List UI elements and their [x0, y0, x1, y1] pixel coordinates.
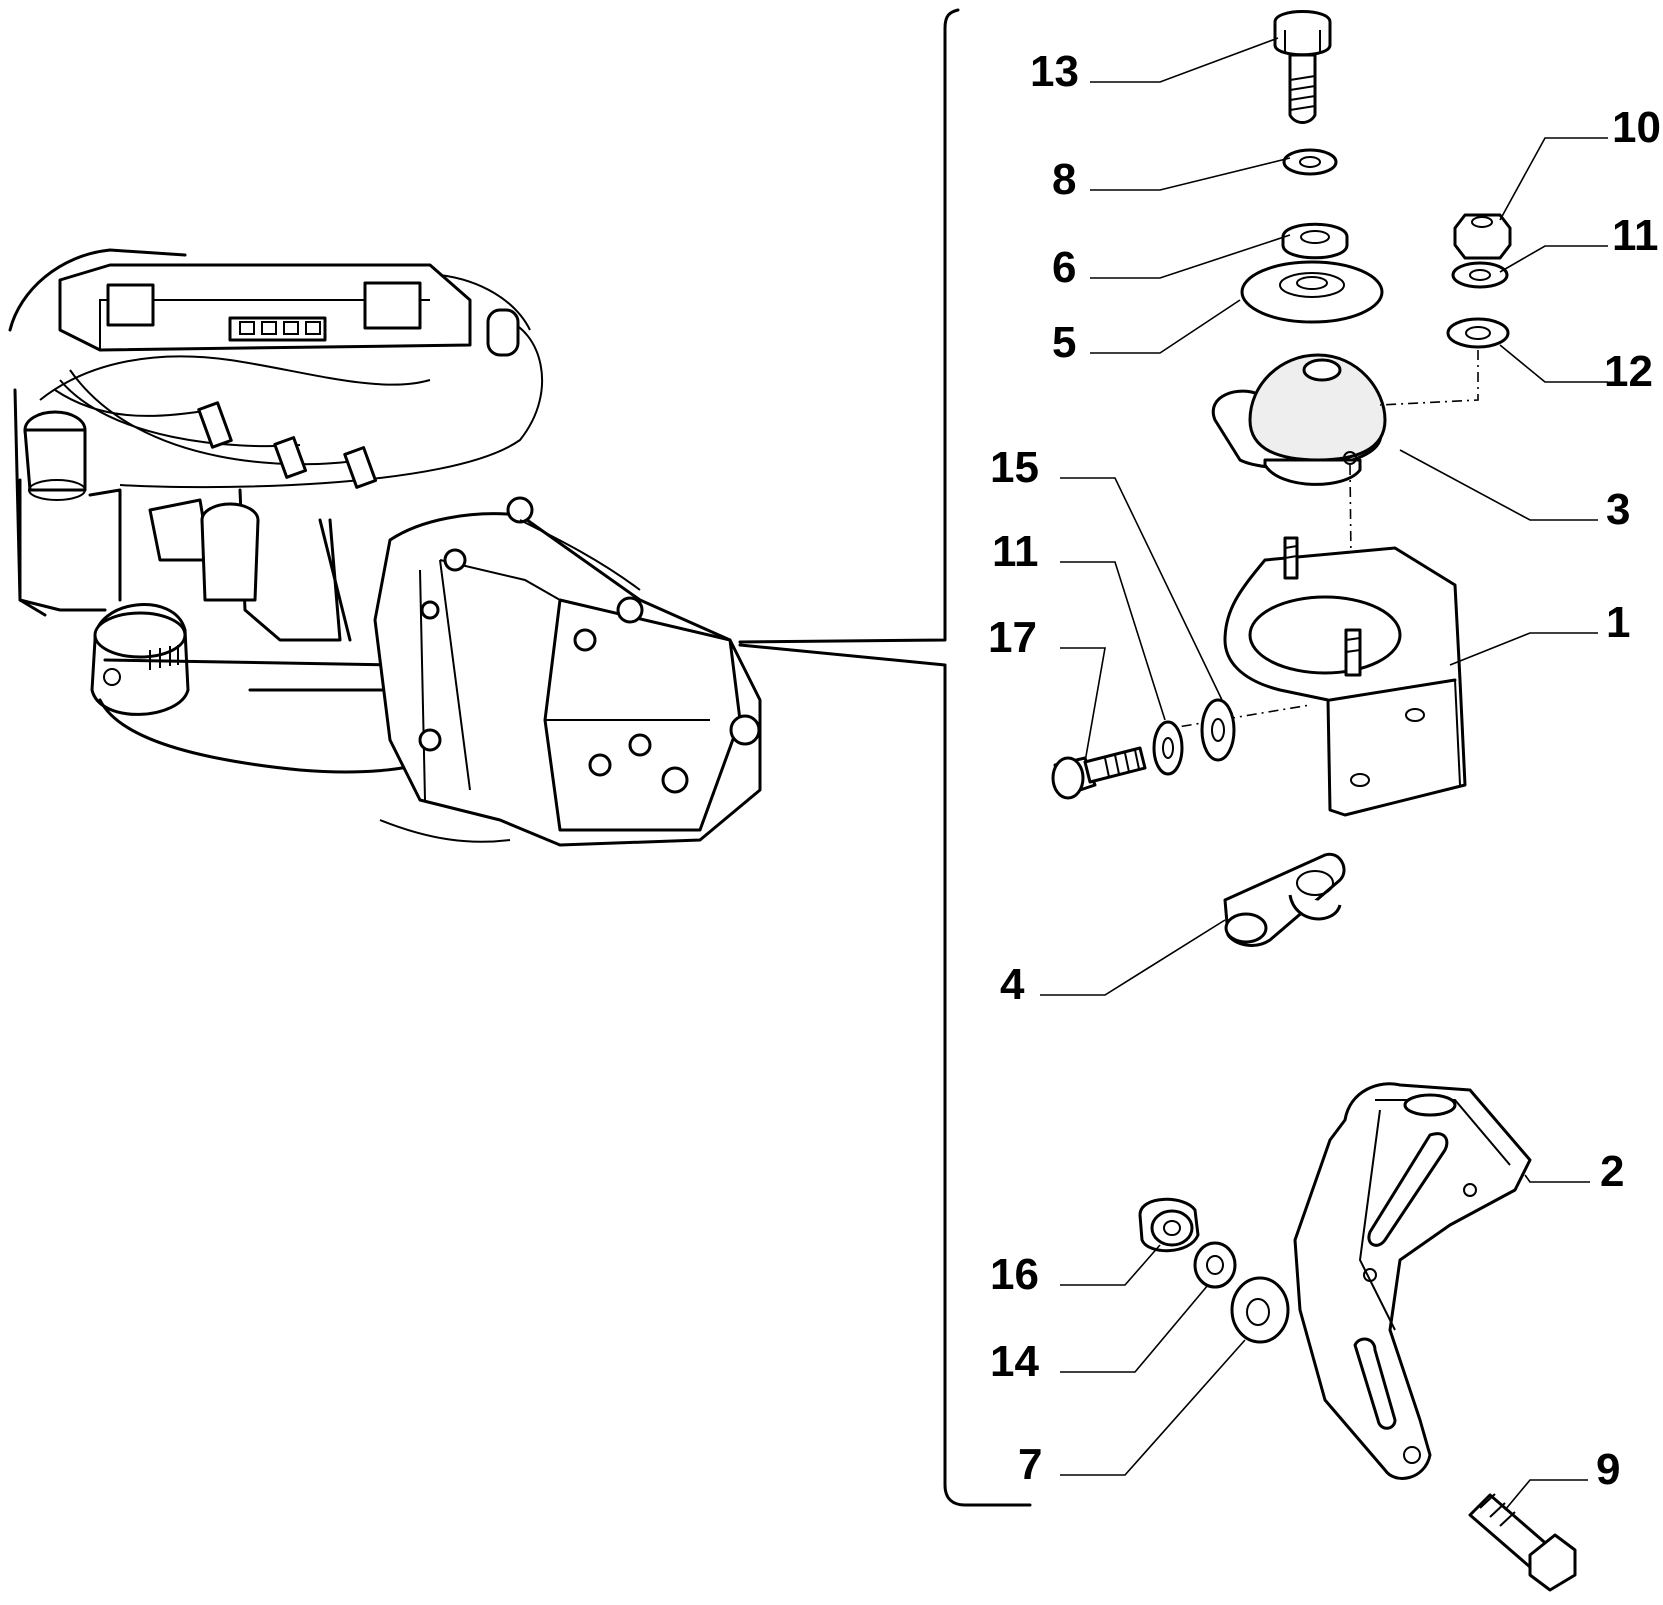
callout-7: 7: [1018, 1440, 1042, 1489]
part-14-lock-washer: [1193, 1241, 1237, 1289]
part-3-rubber-mount: [1211, 353, 1387, 486]
engine-gearbox-illustration: [8, 248, 762, 847]
leader-lines: [1040, 37, 1608, 1511]
callout-14: 14: [990, 1337, 1039, 1386]
part-17-bolt: [1051, 746, 1147, 800]
callout-11-lower: 11: [992, 527, 1039, 576]
assembly-bracket-line: [738, 8, 1032, 1507]
callout-17: 17: [988, 613, 1037, 662]
callout-12: 12: [1604, 347, 1653, 396]
part-16-nut: [1138, 1197, 1200, 1253]
callout-labels: 13 8 6 5 10 11 12 3 15 11 17 1 4 2 16 14…: [988, 47, 1661, 1494]
part-12-washer: [1446, 317, 1510, 349]
callout-6: 6: [1052, 243, 1076, 292]
part-2-lower-bracket: [1293, 1082, 1532, 1480]
callout-11-upper: 11: [1612, 211, 1659, 260]
callout-5: 5: [1052, 318, 1076, 367]
part-6-washer: [1281, 222, 1349, 260]
callout-16: 16: [990, 1250, 1039, 1299]
callout-4: 4: [1000, 960, 1025, 1009]
callout-3: 3: [1606, 485, 1630, 534]
callout-1: 1: [1606, 598, 1630, 647]
callout-9: 9: [1596, 1445, 1620, 1494]
part-11-lock-washer-upper: [1451, 261, 1509, 289]
callout-15: 15: [990, 443, 1039, 492]
part-10-nut: [1453, 213, 1512, 260]
callout-13: 13: [1030, 47, 1079, 96]
part-9-bolt: [1468, 1493, 1577, 1592]
callout-2: 2: [1600, 1147, 1624, 1196]
part-4-clip: [1223, 852, 1346, 947]
axis-line: [1159, 704, 1311, 731]
part-15-washer: [1200, 698, 1236, 762]
axis-line: [1379, 350, 1479, 406]
part-5-plate-washer: [1240, 260, 1384, 324]
part-7-washer: [1230, 1276, 1290, 1344]
callout-8: 8: [1052, 155, 1076, 204]
part-8-lock-washer: [1282, 148, 1338, 176]
part-11-lock-washer-lower: [1152, 720, 1184, 776]
part-1-mounting-bracket: [1223, 536, 1467, 817]
part-13-bolt: [1273, 10, 1332, 124]
callout-10: 10: [1612, 103, 1661, 152]
